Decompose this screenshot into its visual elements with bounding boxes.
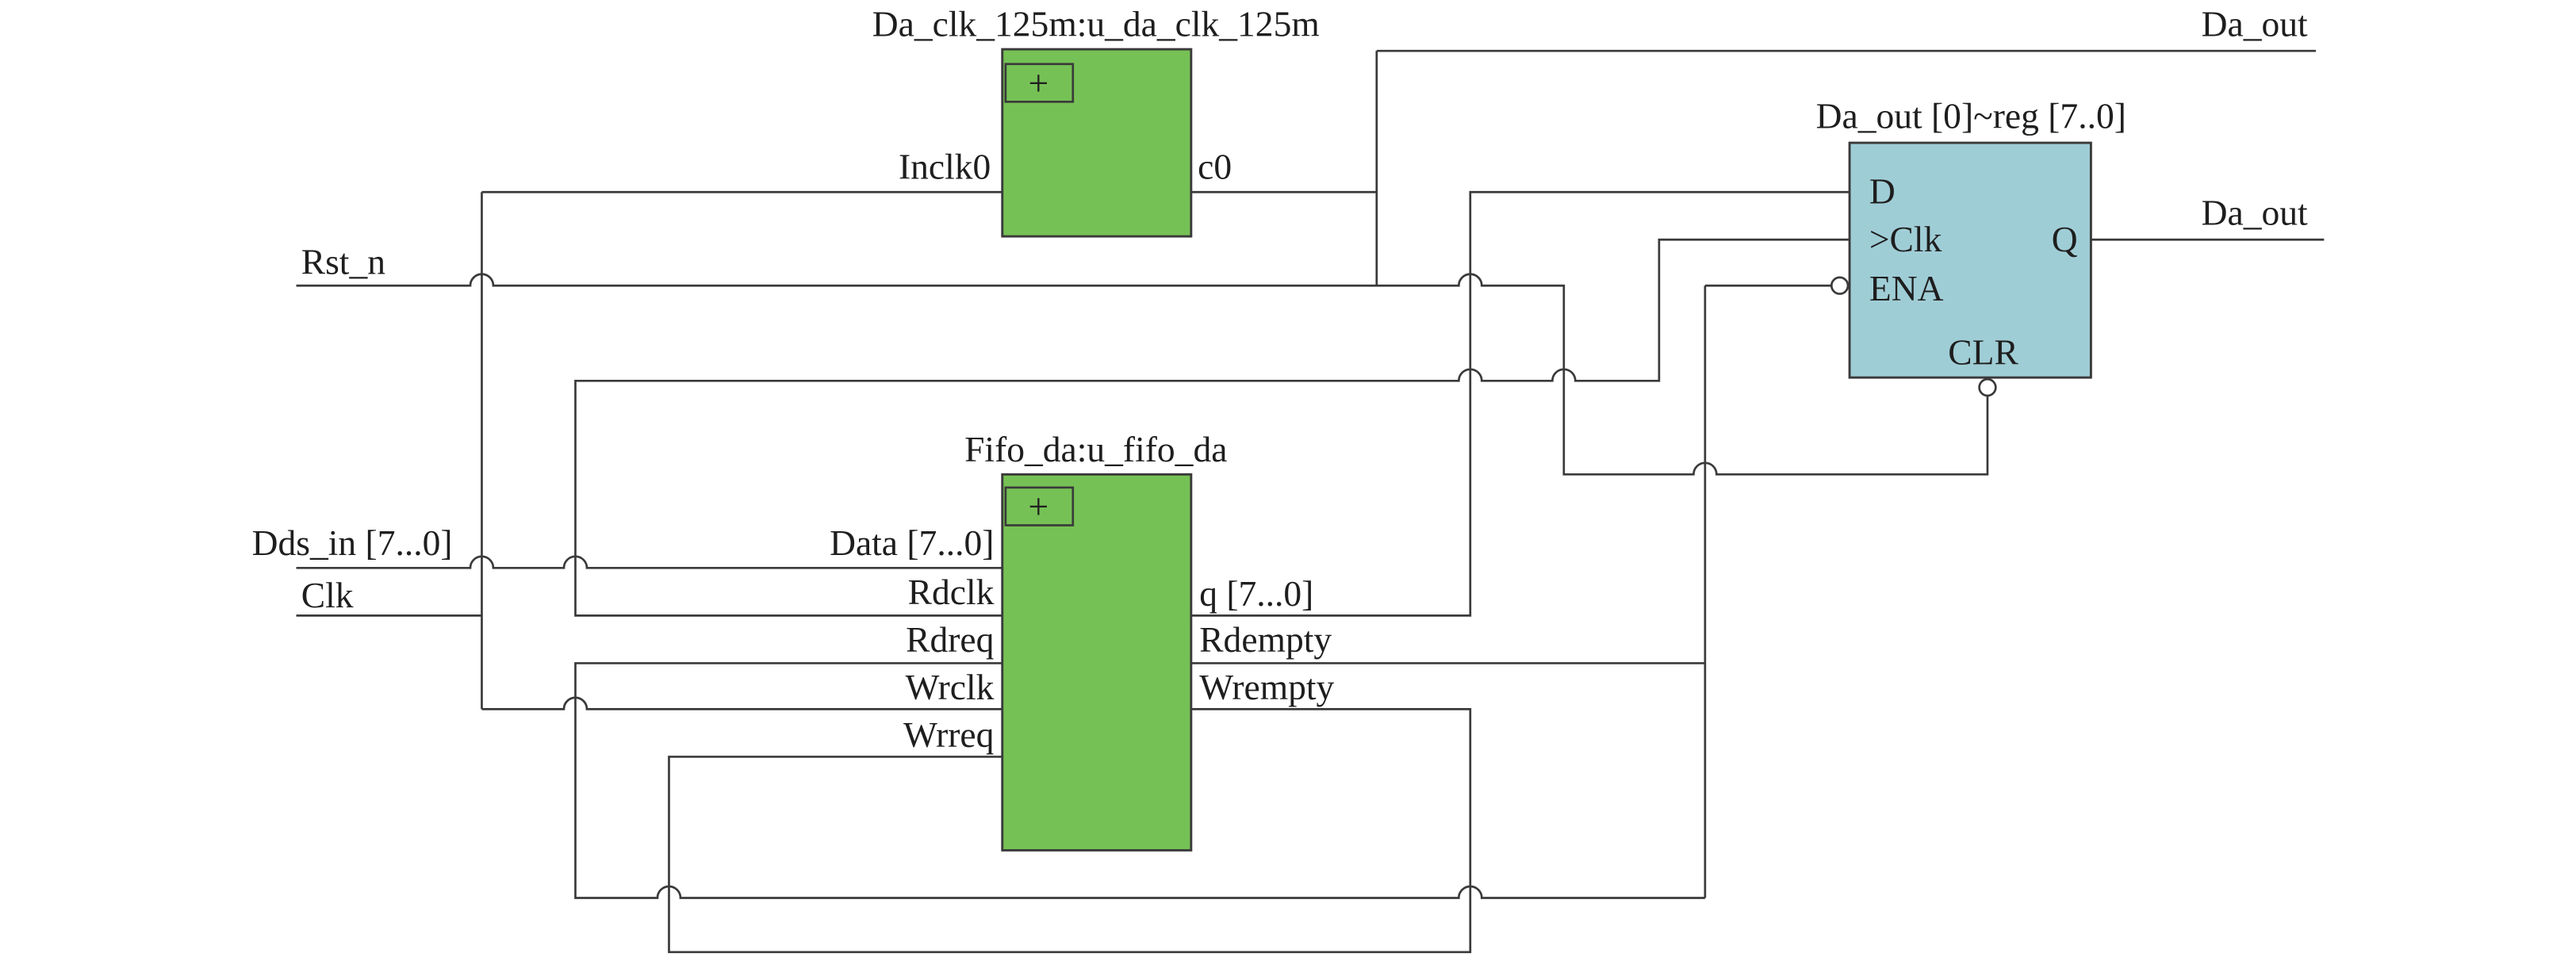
fifo-module-body[interactable]: [1001, 473, 1193, 852]
wire-rdclk: [574, 238, 1850, 617]
fifo-port-wrreq: Wrreq: [903, 714, 994, 755]
fifo-module-title: Fifo_da:u_fifo_da: [964, 429, 1227, 469]
ena-inverter-bubble: [1830, 276, 1850, 295]
wire-rst-n: [296, 273, 1989, 476]
register-port-ena: ENA: [1869, 268, 1944, 308]
signal-dds-in: Dds_in [7...0]: [252, 523, 453, 563]
fifo-module[interactable]: Fifo_da:u_fifo_da + Data [7...0] Rdclk R…: [830, 429, 1335, 852]
pll-port-c0: c0: [1198, 147, 1232, 187]
fifo-port-rdreq: Rdreq: [906, 619, 994, 660]
wire-rdempty: [574, 284, 1832, 899]
fifo-port-wrclk: Wrclk: [905, 667, 994, 707]
pll-module-title: Da_clk_125m:u_da_clk_125m: [872, 4, 1320, 44]
register-block[interactable]: Da_out [0]~reg [7..0] D >Clk ENA Q CLR: [1816, 95, 2126, 379]
signal-rst-n: Rst_n: [301, 242, 386, 282]
register-port-d: D: [1869, 171, 1896, 212]
register-title: Da_out [0]~reg [7..0]: [1816, 95, 2126, 136]
register-body[interactable]: [1848, 141, 2092, 379]
wires: [296, 49, 2325, 954]
pll-expand-icon: +: [1028, 63, 1048, 103]
wire-da-out-top: [1375, 49, 2317, 286]
register-port-q: Q: [2052, 219, 2078, 259]
signal-da-out-top: Da_out: [2202, 4, 2308, 44]
clr-inverter-bubble: [1978, 377, 1997, 397]
wire-q-to-d: [1190, 190, 1850, 617]
signal-da-out-q: Da_out: [2202, 193, 2308, 233]
fifo-port-rdclk: Rdclk: [908, 572, 995, 612]
pll-expand-button[interactable]: [1004, 63, 1075, 103]
fifo-port-data: Data [7...0]: [830, 523, 994, 563]
fifo-port-q: q [7...0]: [1199, 573, 1313, 614]
fifo-expand-button[interactable]: [1004, 486, 1075, 526]
fifo-expand-icon: +: [1028, 486, 1048, 526]
wire-dds-in: [296, 555, 1002, 569]
signal-clk: Clk: [301, 575, 354, 615]
pll-module[interactable]: Da_clk_125m:u_da_clk_125m + Inclk0 c0: [872, 4, 1320, 238]
pll-port-inclk0: Inclk0: [899, 147, 991, 187]
wire-clk: [296, 190, 1002, 710]
fifo-port-rdempty: Rdempty: [1199, 619, 1332, 660]
register-port-clr: CLR: [1948, 332, 2018, 373]
pll-module-body[interactable]: [1001, 48, 1193, 238]
fifo-port-wrempty: Wrempty: [1199, 667, 1334, 707]
register-port-clk: >Clk: [1869, 219, 1942, 259]
wire-wrempty: [668, 708, 1472, 954]
